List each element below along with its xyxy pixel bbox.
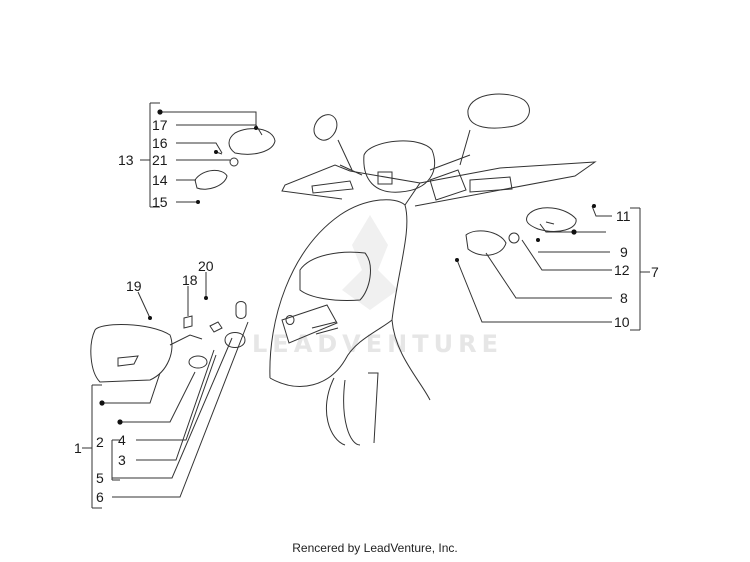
watermark-text: LEADVENTURE <box>252 330 503 358</box>
render-credit: Rencered by LeadVenture, Inc. <box>292 541 458 555</box>
callout-8: 8 <box>620 290 628 306</box>
callout-20: 20 <box>198 258 214 274</box>
callout-6: 6 <box>96 489 104 505</box>
callout-1: 1 <box>74 440 82 456</box>
callout-14: 14 <box>152 172 168 188</box>
callout-12: 12 <box>614 262 630 278</box>
headlight-assembly <box>90 301 247 383</box>
callout-19: 19 <box>126 278 142 294</box>
turn-signal-left <box>194 128 276 190</box>
callout-7: 7 <box>651 264 659 280</box>
callout-18: 18 <box>182 272 198 288</box>
dots <box>99 109 596 425</box>
callout-9: 9 <box>620 244 628 260</box>
callout-labels: 1 2 3 4 5 6 7 8 9 10 11 12 13 14 15 16 1… <box>74 117 659 505</box>
callout-5: 5 <box>96 470 104 486</box>
callout-2: 2 <box>96 434 104 450</box>
callout-15: 15 <box>152 194 168 210</box>
handlebar-assembly <box>311 93 530 201</box>
watermark: LEADVENTURE <box>252 215 503 358</box>
callout-16: 16 <box>152 135 168 151</box>
callout-3: 3 <box>118 452 126 468</box>
leader-lines <box>82 102 650 509</box>
turn-signal-right <box>465 207 577 256</box>
scooter-body <box>269 161 597 446</box>
callout-13: 13 <box>118 152 134 168</box>
callout-21: 21 <box>152 152 168 168</box>
callout-10: 10 <box>614 314 630 330</box>
callout-17: 17 <box>152 117 168 133</box>
callout-4: 4 <box>118 432 126 448</box>
callout-11: 11 <box>616 208 631 224</box>
